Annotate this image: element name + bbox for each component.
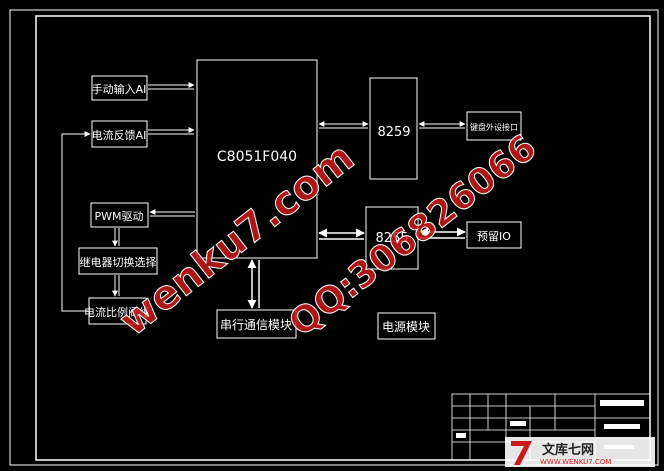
logo-url: WWW.WENKU7.COM: [540, 458, 611, 466]
chip-8255-block: 8255: [365, 206, 419, 270]
seven-logo-icon: [511, 441, 532, 465]
current-feedback-block: 电流反馈AI: [91, 120, 148, 148]
inner-frame: [35, 15, 651, 461]
pwm-label: PWM驱动: [94, 210, 143, 223]
chip-8255-label: 8255: [375, 231, 408, 246]
power-label: 电源模块: [382, 320, 430, 334]
chip-8259-block: 8259: [369, 77, 418, 180]
reserved-io-block: 预留IO: [466, 221, 522, 249]
keypad-label: 键盘外设接口: [470, 122, 518, 132]
manual-input-block: 手动输入AI: [91, 75, 148, 101]
logo-text: 文库七网: [542, 442, 594, 458]
connector-lines: [61, 82, 466, 312]
serial-label: 串行通信模块: [220, 318, 292, 332]
relay-switch-label: 继电器切换选择: [80, 255, 157, 269]
chip-8259-label: 8259: [377, 125, 410, 140]
reserved-io-label: 预留IO: [477, 230, 511, 243]
mcu-block: C8051F040: [196, 59, 318, 259]
serial-block: 串行通信模块: [216, 309, 297, 339]
site-logo: 文库七网 WWW.WENKU7.COM: [505, 437, 655, 467]
relay-switch-block: 继电器切换选择: [78, 247, 158, 275]
manual-input-label: 手动输入AI: [92, 82, 147, 96]
pwm-block: PWM驱动: [90, 202, 149, 228]
current-valve-label: 电流比例阀组: [84, 305, 150, 319]
power-block: 电源模块: [377, 312, 436, 340]
keypad-block: 键盘外设接口: [466, 111, 522, 141]
current-valve-block: 电流比例阀组: [84, 297, 150, 325]
mcu-label: C8051F040: [217, 149, 297, 165]
outer-frame: [9, 9, 659, 466]
current-feedback-label: 电流反馈AI: [92, 128, 147, 142]
